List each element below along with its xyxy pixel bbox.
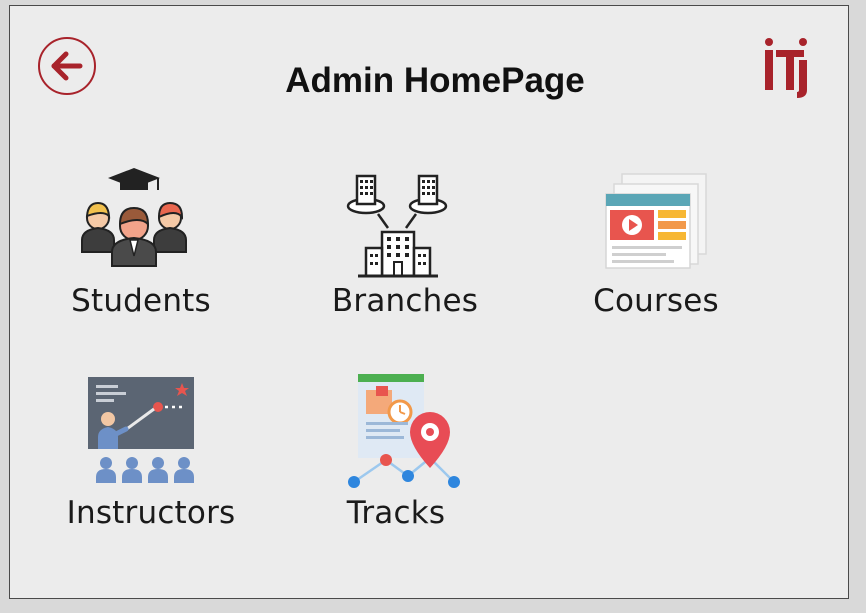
back-button[interactable] bbox=[38, 37, 96, 95]
courses-video-icon bbox=[605, 173, 707, 269]
instructor-presentation-icon bbox=[88, 377, 194, 483]
tile-label-instructors: Instructors bbox=[66, 495, 236, 531]
arrow-left-icon bbox=[51, 51, 83, 81]
tile-label-students: Students bbox=[71, 283, 211, 319]
students-group-icon bbox=[81, 168, 187, 267]
tile-label-branches: Branches bbox=[331, 283, 479, 319]
tile-label-tracks: Tracks bbox=[346, 495, 446, 531]
branches-network-icon bbox=[346, 174, 448, 278]
iti-logo-icon bbox=[765, 38, 807, 98]
page-title: Admin HomePage bbox=[285, 61, 585, 100]
tracks-location-icon bbox=[348, 374, 460, 488]
tile-label-courses: Courses bbox=[593, 283, 719, 319]
admin-home-panel: Admin HomePage Students bbox=[9, 5, 849, 599]
